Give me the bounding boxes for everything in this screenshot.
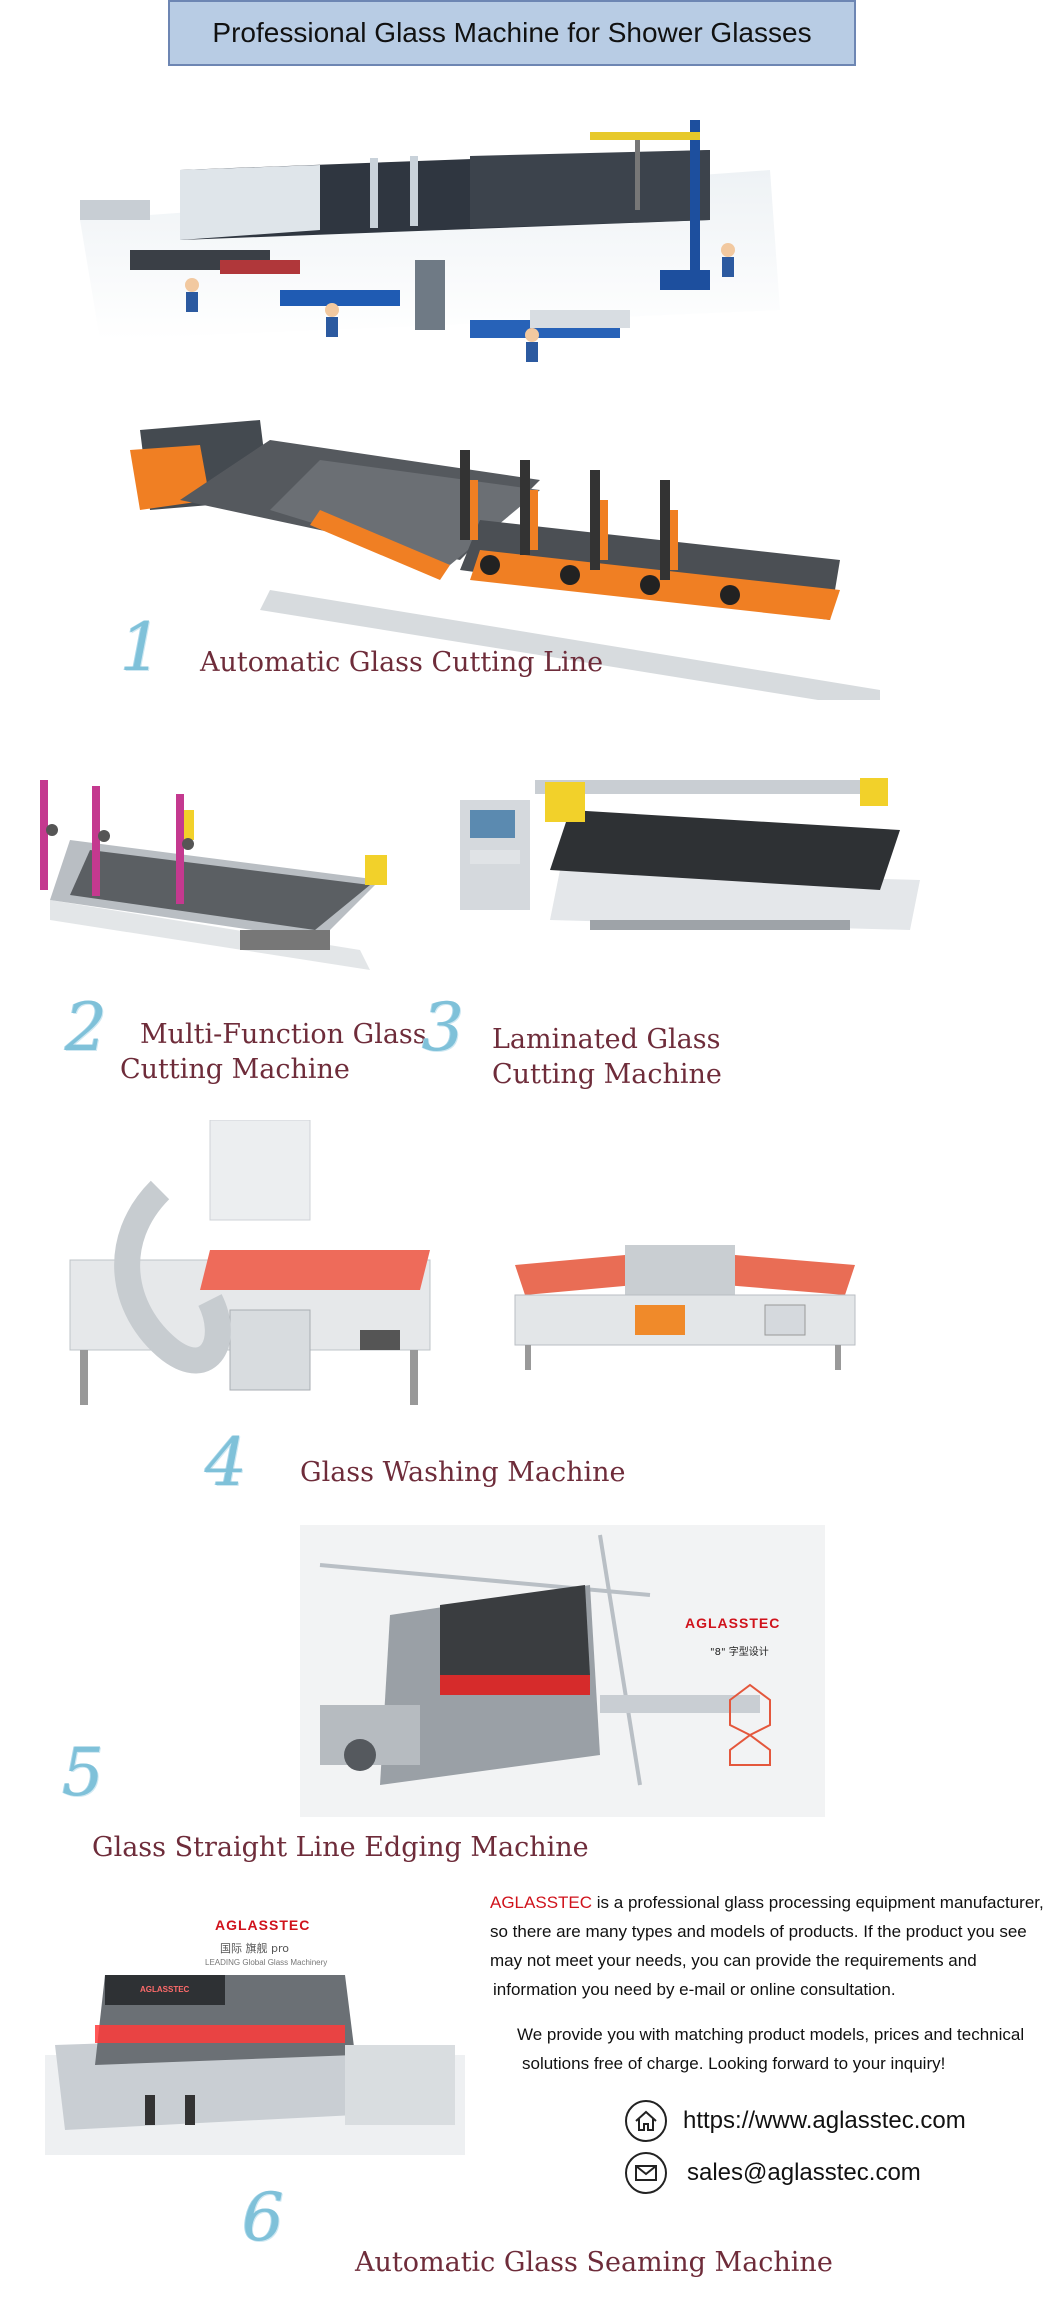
automatic-cutting-line-image <box>120 390 880 700</box>
laminated-cutting-machine-image <box>440 770 960 980</box>
caption-straight-line-edging-machine: Glass Straight Line Edging Machine <box>92 1832 589 1863</box>
caption-multi-function-line2: Cutting Machine <box>120 1054 350 1085</box>
website-link[interactable]: https://www.aglasstec.com <box>683 2107 966 2134</box>
glass-washing-machine-image-1 <box>60 1120 440 1420</box>
caption-automatic-glass-cutting-line: Automatic Glass Cutting Line <box>200 647 604 678</box>
caption-glass-washing-machine: Glass Washing Machine <box>300 1457 626 1488</box>
website-row[interactable]: https://www.aglasstec.com <box>625 2100 966 2142</box>
seaming-subline: LEADING Global Glass Machinery <box>205 1958 328 1967</box>
seaming-brand-logo: AGLASSTEC <box>215 1917 311 1933</box>
caption-multi-function-line1: Multi-Function Glass <box>140 1019 427 1050</box>
caption-laminated-line1: Laminated Glass <box>492 1024 721 1055</box>
intro-line-5: We provide you with matching product mod… <box>517 2025 1025 2044</box>
email-row[interactable]: sales@aglasstec.com <box>625 2152 921 2194</box>
section-number-6: 6 <box>242 2179 284 2256</box>
seaming-slogan: 国际 旗舰 pro <box>220 1942 289 1955</box>
multi-function-cutting-machine-image <box>30 770 410 980</box>
intro-line-2: so there are many types and models of pr… <box>490 1922 1027 1941</box>
section-number-3: 3 <box>422 989 464 1066</box>
company-intro: AGLASSTEC is a professional glass proces… <box>490 1888 1050 2078</box>
intro-brand: AGLASSTEC <box>490 1893 593 1912</box>
automatic-seaming-machine-image: AGLASSTEC 国际 旗舰 pro LEADING Global Glass… <box>45 1905 465 2155</box>
seaming-machine-label: AGLASSTEC <box>140 1985 190 1994</box>
section-number-4: 4 <box>205 1424 247 1501</box>
straight-line-edging-machine-image: AGLASSTEC "8" 字型设计 <box>300 1525 825 1817</box>
home-icon <box>625 2100 667 2142</box>
insulating-glass-line-image <box>70 110 790 370</box>
banner-title: Professional Glass Machine for Shower Gl… <box>212 17 812 48</box>
caption-laminated-line2: Cutting Machine <box>492 1059 722 1090</box>
caption-automatic-glass-seaming-machine: Automatic Glass Seaming Machine <box>355 2247 833 2278</box>
section-number-1: 1 <box>120 609 162 686</box>
email-link[interactable]: sales@aglasstec.com <box>687 2159 921 2186</box>
edging-slogan: "8" 字型设计 <box>710 1647 769 1658</box>
page-banner: Professional Glass Machine for Shower Gl… <box>168 0 856 66</box>
intro-line-6: solutions free of charge. Looking forwar… <box>522 2054 946 2073</box>
section-number-2: 2 <box>65 989 107 1066</box>
glass-washing-machine-image-2 <box>505 1225 865 1375</box>
intro-line-1: AGLASSTEC is a professional glass proces… <box>490 1893 1044 1912</box>
intro-line-3: may not meet your needs, you can provide… <box>490 1951 977 1970</box>
mail-icon <box>625 2152 667 2194</box>
edging-brand-logo: AGLASSTEC <box>685 1615 781 1631</box>
intro-line-4: information you need by e-mail or online… <box>493 1980 896 1999</box>
section-number-5: 5 <box>62 1734 104 1811</box>
